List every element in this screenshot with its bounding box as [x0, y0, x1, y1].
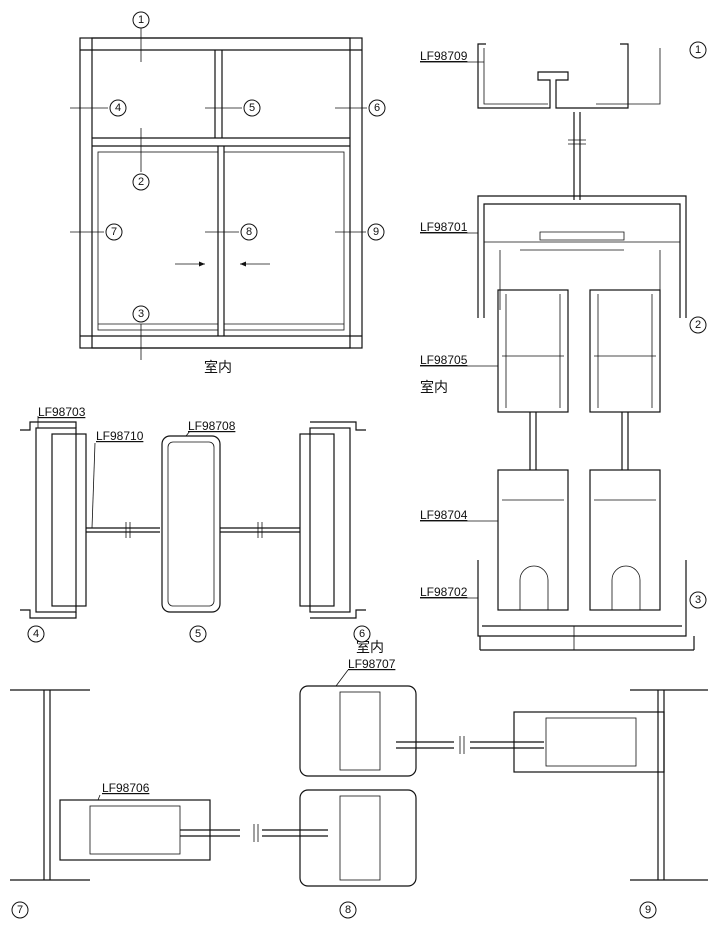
callout-6: 6 — [374, 102, 380, 114]
profile-label-lf98707: LF98707 — [348, 657, 396, 671]
callout-2: 2 — [138, 176, 144, 188]
window-elevation — [70, 28, 367, 360]
callout-1: 1 — [138, 14, 144, 26]
profile-label-lf98708: LF98708 — [188, 419, 236, 433]
callout-5: 5 — [249, 102, 255, 114]
indoor-label-middle: 室内 — [204, 359, 232, 375]
section-callout-1: 1 — [695, 44, 701, 56]
profile-label-lf98706: LF98706 — [102, 781, 150, 795]
section-callout-8: 8 — [345, 904, 351, 916]
profile-label-lf98710: LF98710 — [96, 429, 144, 443]
callout-3: 3 — [138, 308, 144, 320]
profile-label-lf98701: LF98701 — [420, 220, 468, 234]
section-callout-7: 7 — [17, 904, 23, 916]
slide-arrow-left-icon — [240, 261, 270, 267]
profile-label-lf98709: LF98709 — [420, 49, 468, 63]
horizontal-section-upper — [20, 416, 366, 619]
callout-4: 4 — [115, 102, 121, 114]
indoor-label: 室内 — [420, 379, 448, 395]
section-callout-4: 4 — [33, 628, 39, 640]
section-callout-2: 2 — [695, 319, 701, 331]
section-callout-5: 5 — [195, 628, 201, 640]
profile-label-lf98703: LF98703 — [38, 405, 86, 419]
section-callout-6: 6 — [359, 628, 365, 640]
callout-7: 7 — [111, 226, 117, 238]
callout-8: 8 — [246, 226, 252, 238]
callout-circles — [11, 11, 707, 919]
profile-label-lf98705: LF98705 — [420, 353, 468, 367]
indoor-label-bottom: 室内 — [356, 639, 384, 655]
section-callout-3: 3 — [695, 594, 701, 606]
callout-9: 9 — [373, 226, 379, 238]
vertical-section — [420, 43, 695, 651]
slide-arrow-right-icon — [175, 261, 205, 267]
profile-label-lf98702: LF98702 — [420, 585, 468, 599]
horizontal-section-lower — [10, 669, 708, 887]
profile-label-lf98704: LF98704 — [420, 508, 468, 522]
section-callout-9: 9 — [645, 904, 651, 916]
